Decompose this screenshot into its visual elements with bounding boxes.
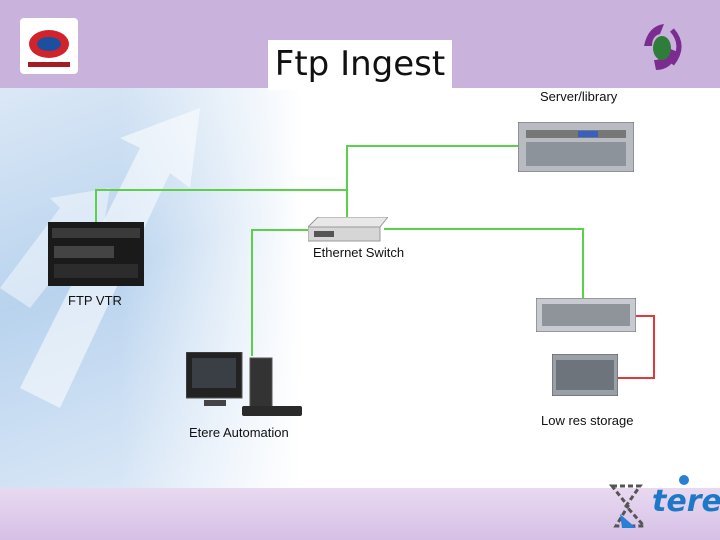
ftp-vtr-label: FTP VTR	[68, 293, 122, 308]
server-unit-icon	[536, 298, 636, 332]
low-res-storage-icon	[552, 354, 618, 396]
ethernet-switch-label: Ethernet Switch	[313, 245, 405, 260]
low-res-storage-label: Low res storage	[541, 413, 634, 428]
ethernet-switch-icon	[308, 217, 388, 242]
server-library-icon	[518, 122, 634, 172]
link-switch-server	[346, 145, 520, 222]
link-switch-automation	[251, 229, 310, 356]
etere-wordmark: tere	[606, 470, 720, 538]
title-box	[268, 40, 452, 90]
footer-band	[0, 488, 720, 540]
etere-arrow-icon	[608, 484, 646, 528]
link-switch-vtr	[95, 189, 347, 222]
page-title: Ftp Ingest	[274, 44, 446, 84]
etere-brand-icon	[644, 24, 682, 70]
etere-automation-label: Etere Automation	[189, 425, 289, 440]
etere-dot-icon	[679, 475, 689, 485]
etere-automation-workstation-icon	[186, 352, 302, 416]
link-server-storage	[616, 315, 655, 379]
etere-wordmark-text: tere	[652, 484, 720, 519]
ftp-vtr-icon	[48, 222, 144, 286]
server-library-label: Server/library	[540, 89, 618, 104]
logo-emblem-icon	[28, 30, 70, 67]
link-switch-storage	[384, 228, 584, 300]
organization-logo	[20, 18, 78, 74]
